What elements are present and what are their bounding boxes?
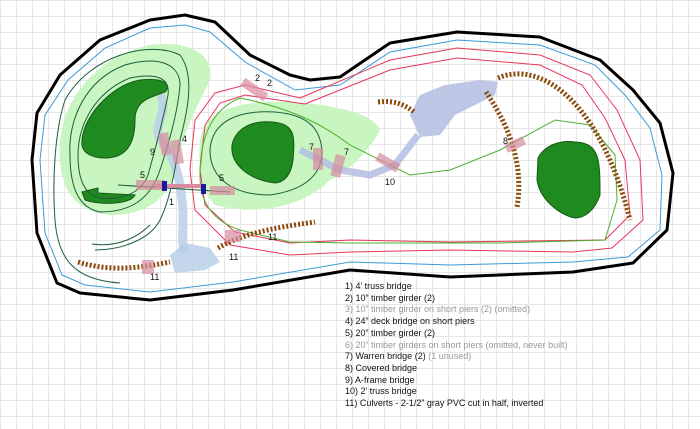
bridge-4: [169, 139, 185, 165]
bridge-7a: [313, 148, 323, 170]
pond: [170, 243, 220, 273]
dark-track-3: [77, 75, 169, 199]
bridge-label: 5: [219, 173, 224, 183]
bridge-10: [375, 152, 401, 173]
culvert: [377, 99, 416, 114]
lake: [410, 80, 498, 137]
bridge-label: 2: [267, 78, 272, 88]
bridge-label: 4: [182, 134, 187, 144]
culvert-crossing: [142, 260, 154, 274]
culvert: [77, 259, 171, 271]
peak-left: [81, 78, 169, 159]
legend-item: 8) Covered bridge: [345, 363, 568, 375]
legend-item: 6) 20” timber girders on short piers (om…: [345, 340, 568, 352]
culvert-crossing: [225, 230, 241, 242]
legend-item: 3) 10” timber girder on short piers (2) …: [345, 304, 568, 316]
bridge-5b: [210, 186, 235, 195]
legend-item: 7) Warren bridge (2) (1 unused): [345, 351, 568, 363]
bridge-label: 9: [150, 147, 155, 157]
legend-item-text: 4) 24” deck bridge on short piers: [345, 316, 475, 327]
legend-item-text: 8) Covered bridge: [345, 362, 418, 373]
legend-item-text: 2) 10” timber girder (2): [345, 292, 436, 303]
bridge-label: 11: [268, 232, 277, 242]
bridge-8: [504, 136, 527, 153]
bridge-9: [158, 132, 172, 156]
bridge-5a: [136, 180, 164, 190]
legend-item-text: 9) A-frame bridge: [345, 374, 415, 385]
legend-item: 9) A-frame bridge: [345, 375, 568, 387]
truss-pier: [162, 181, 167, 191]
river: [153, 92, 190, 255]
legend-item-text: 6) 20” timber girders on short piers (om…: [345, 339, 568, 350]
bridge-label: 2: [255, 73, 260, 83]
legend-item-text: 11) Culverts - 2-1/2” gray PVC cut in ha…: [345, 398, 544, 409]
truss-pier: [201, 184, 206, 194]
culvert: [497, 71, 633, 221]
legend-item-text: 3) 10” timber girder on short piers (2) …: [345, 304, 531, 315]
legend-item-note: (1 unused): [425, 351, 472, 362]
peak-left-small: [81, 187, 136, 204]
blue-track: [39, 24, 663, 293]
green-track: [199, 97, 618, 244]
legend-item: 1) 4’ truss bridge: [345, 281, 568, 293]
red-track-inner: [199, 57, 631, 244]
stream: [298, 132, 421, 179]
bridge-label: 10: [385, 177, 395, 187]
bridge-label: 5: [140, 170, 145, 180]
bridge-label: 7: [309, 142, 314, 152]
bridge-label: 7: [344, 147, 349, 157]
truss-bridge-1: [155, 184, 205, 188]
legend-item: 5) 20” timber girder (2): [345, 328, 568, 340]
legend-item: 4) 24” deck bridge on short piers: [345, 316, 568, 328]
legend-item-text: 1) 4’ truss bridge: [345, 281, 412, 291]
legend-item: 2) 10” timber girder (2): [345, 293, 568, 305]
dark-track-1: [53, 48, 190, 284]
legend-item-text: 10) 2’ truss bridge: [345, 386, 417, 397]
legend-item-text: 7) Warren bridge (2): [345, 351, 426, 362]
bridge-label: 11: [150, 272, 159, 282]
dark-track-2: [69, 60, 181, 213]
red-track-outer: [189, 47, 644, 256]
peak-right: [536, 141, 601, 219]
bridge-label: 11: [229, 252, 238, 262]
culvert: [216, 219, 316, 251]
bridge-2: [240, 77, 269, 102]
bridge-label: 8: [503, 136, 508, 146]
legend-item-text: 5) 20” timber girder (2): [345, 327, 436, 338]
legend-item: 10) 2’ truss bridge: [345, 386, 568, 398]
peak-middle: [231, 121, 295, 184]
bridge-7b: [330, 154, 346, 178]
legend-item: 11) Culverts - 2-1/2” gray PVC cut in ha…: [345, 398, 568, 410]
benchwork-outline: [30, 13, 675, 302]
bridge-label: 1: [169, 197, 174, 207]
